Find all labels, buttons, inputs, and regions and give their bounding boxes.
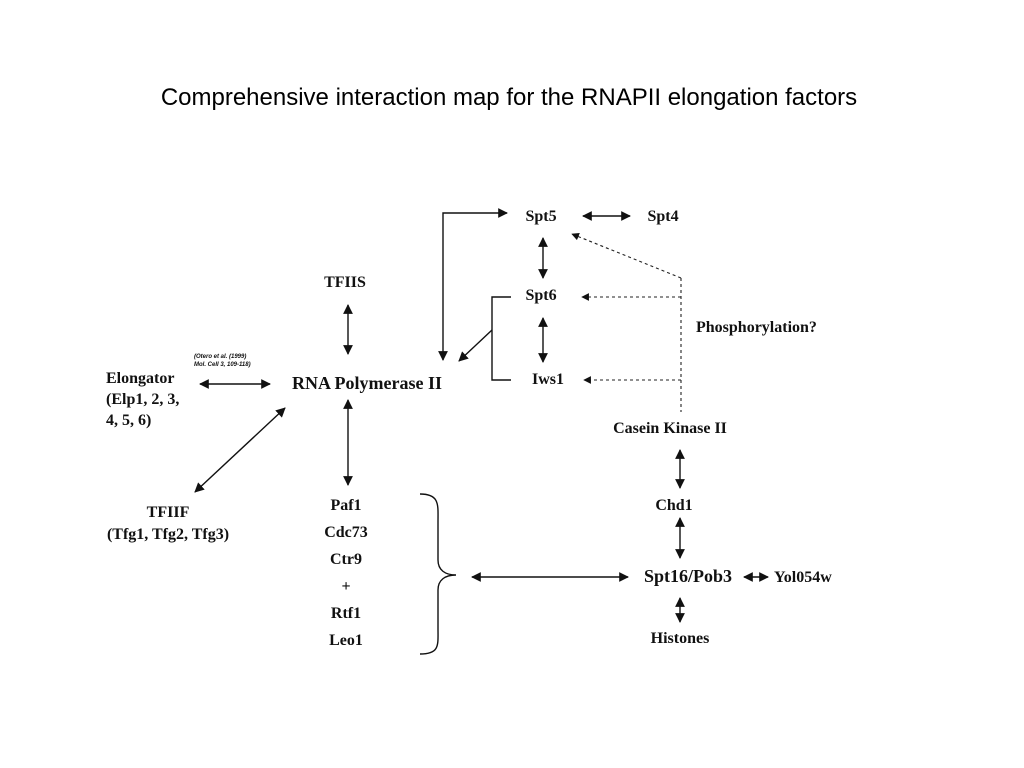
node-casein-kinase-ii: Casein Kinase II xyxy=(613,420,727,437)
paf-complex-brace xyxy=(419,493,457,655)
node-spt4: Spt4 xyxy=(647,208,679,225)
node-yol054w: Yol054w xyxy=(774,569,832,586)
dashed-arrow-spt5 xyxy=(571,233,682,279)
node-tfiif: TFIIF (Tfg1, Tfg2, Tfg3) xyxy=(106,504,230,543)
arrow-rnapii-spt5 xyxy=(438,208,508,361)
page-title: Comprehensive interaction map for the RN… xyxy=(160,84,858,111)
bracket-spt6-iws1 xyxy=(491,296,511,381)
arrow-bracket-rnapii xyxy=(458,329,493,362)
citation: (Otero et al. (1999) Mol. Cell 3, 109-11… xyxy=(194,354,251,368)
node-spt16-pob3: Spt16/Pob3 xyxy=(643,566,733,586)
label-phosphorylation: Phosphorylation? xyxy=(696,319,817,336)
node-elongator: Elongator (Elp1, 2, 3, 4, 5, 6) xyxy=(106,370,180,429)
node-chd1: Chd1 xyxy=(655,497,693,514)
node-spt5: Spt5 xyxy=(525,208,557,225)
node-histones: Histones xyxy=(650,630,710,647)
node-tfiis: TFIIS xyxy=(324,274,366,291)
node-rnapii: RNA Polymerase II xyxy=(292,373,442,393)
node-iws1: Iws1 xyxy=(531,371,565,388)
node-paf-complex: Paf1 Cdc73 Ctr9 + Rtf1 Leo1 xyxy=(324,497,368,649)
node-spt6: Spt6 xyxy=(525,287,557,304)
arrow-tfiif-rnapii xyxy=(194,407,286,493)
